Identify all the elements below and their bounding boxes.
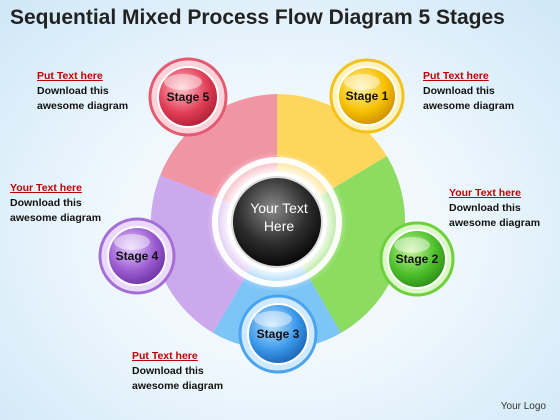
note-stage-4: Your Text here Download this awesome dia…	[10, 181, 101, 226]
note-body: Download this awesome diagram	[449, 202, 541, 229]
note-stage-1: Put Text here Download this awesome diag…	[423, 69, 514, 114]
note-stage-5: Put Text here Download this awesome diag…	[37, 69, 128, 114]
stage-5-label: Stage 5	[167, 90, 210, 104]
note-stage-2: Your Text here Download this awesome dia…	[449, 186, 540, 231]
stage-3-label: Stage 3	[257, 327, 300, 341]
note-body: Download this awesome diagram	[10, 197, 102, 224]
stage-node-3: Stage 3	[238, 294, 318, 374]
stage-node-5: Stage 5	[148, 57, 228, 137]
note-body: Download this awesome diagram	[132, 365, 224, 392]
stage-node-1: Stage 1	[329, 58, 405, 134]
note-body: Download this awesome diagram	[37, 85, 129, 112]
diagram-title: Sequential Mixed Process Flow Diagram 5 …	[10, 6, 505, 29]
center-text-line1: Your Text	[250, 200, 308, 216]
center-text-line2: Here	[264, 218, 295, 234]
stage-1-label: Stage 1	[346, 89, 389, 103]
note-stage-3: Put Text here Download this awesome diag…	[132, 349, 223, 394]
stage-4-label: Stage 4	[116, 249, 159, 263]
stage-node-2: Stage 2	[379, 221, 455, 297]
note-heading: Put Text here	[132, 350, 198, 362]
note-heading: Put Text here	[37, 70, 103, 82]
note-heading: Your Text here	[449, 187, 521, 199]
note-heading: Your Text here	[10, 182, 82, 194]
stage-2-label: Stage 2	[396, 252, 439, 266]
note-body: Download this awesome diagram	[423, 85, 515, 112]
center-hub	[231, 176, 323, 268]
note-heading: Put Text here	[423, 70, 489, 82]
logo-text: Your Logo	[500, 401, 546, 412]
center-ring	[212, 157, 342, 287]
stage-node-4: Stage 4	[98, 217, 176, 295]
